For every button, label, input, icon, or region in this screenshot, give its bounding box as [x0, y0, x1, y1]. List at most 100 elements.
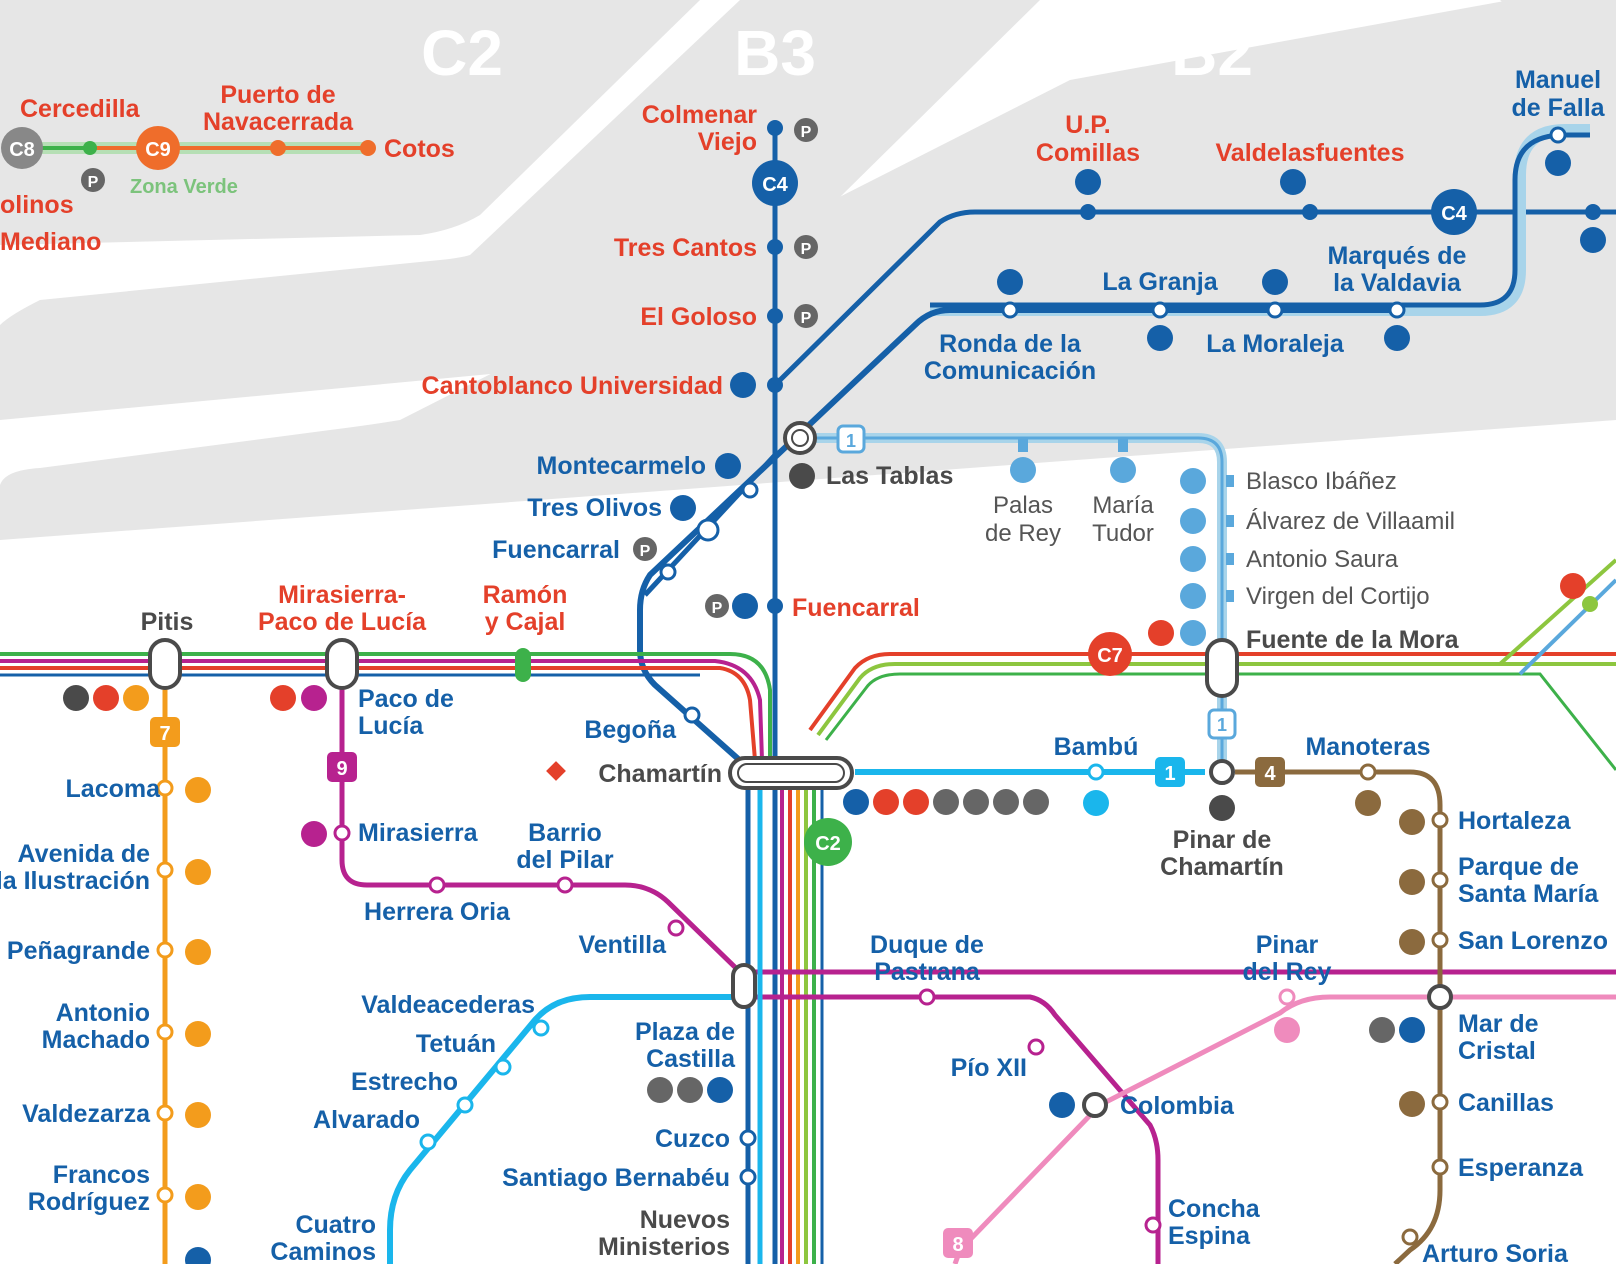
station-palas-l2[interactable]: de Rey: [985, 520, 1061, 547]
station-pinar-rey-l1[interactable]: Pinar: [1256, 931, 1319, 959]
station-duque-l2[interactable]: Pastrana: [874, 958, 981, 986]
station-ronda-l2[interactable]: Comunicación: [924, 357, 1096, 385]
station-blasco[interactable]: Blasco Ibáñez: [1246, 468, 1397, 495]
station-las-tablas[interactable]: Las Tablas: [826, 462, 953, 490]
station-alvarez[interactable]: Álvarez de Villaamil: [1246, 508, 1455, 535]
station-nuevos-l2[interactable]: Ministerios: [598, 1233, 730, 1261]
station-molinos[interactable]: olinos: [0, 191, 74, 219]
station-puerto-l1[interactable]: Puerto de: [220, 81, 335, 109]
station-cercedilla[interactable]: Cercedilla: [20, 95, 141, 123]
station-parque-l1[interactable]: Parque de: [1458, 853, 1579, 881]
station-tetuan[interactable]: Tetuán: [416, 1030, 496, 1058]
station-antonio-m-l2[interactable]: Machado: [42, 1026, 150, 1054]
station-mirasierra[interactable]: Mirasierra: [358, 819, 479, 847]
station-la-granja[interactable]: La Granja: [1102, 268, 1218, 296]
station-valdeacederas[interactable]: Valdeacederas: [361, 991, 535, 1019]
station-duque-l1[interactable]: Duque de: [870, 931, 984, 959]
station-antonio-saura[interactable]: Antonio Saura: [1246, 546, 1399, 573]
station-esperanza[interactable]: Esperanza: [1458, 1154, 1584, 1182]
station-maria-l2[interactable]: Tudor: [1092, 520, 1154, 547]
station-fuente-mora[interactable]: Fuente de la Mora: [1246, 626, 1460, 654]
station-arturo[interactable]: Arturo Soria: [1422, 1240, 1569, 1264]
station-paco-l2[interactable]: Lucía: [358, 712, 424, 740]
station-francos-l1[interactable]: Francos: [53, 1161, 150, 1189]
station-pinar-rey-l2[interactable]: del Rey: [1243, 958, 1332, 986]
station-canillas[interactable]: Canillas: [1458, 1089, 1554, 1117]
station-penagrande[interactable]: Peñagrande: [7, 937, 150, 965]
station-cuatro-l2[interactable]: Caminos: [270, 1238, 376, 1264]
station-mar-l2[interactable]: Cristal: [1458, 1037, 1536, 1065]
station-pitis[interactable]: Pitis: [141, 608, 194, 636]
station-herrera[interactable]: Herrera Oria: [364, 898, 511, 926]
station-antonio-m-l1[interactable]: Antonio: [56, 999, 150, 1027]
station-parque-l2[interactable]: Santa María: [1458, 880, 1599, 908]
station-tres-cantos[interactable]: Tres Cantos: [614, 234, 757, 262]
station-plaza-l1[interactable]: Plaza de: [635, 1018, 735, 1046]
station-colmenar-l1[interactable]: Colmenar: [642, 101, 758, 129]
station-bambu[interactable]: Bambú: [1054, 733, 1139, 761]
station-mirasierra-l1[interactable]: Mirasierra-: [278, 581, 406, 609]
station-cantoblanco[interactable]: Cantoblanco Universidad: [422, 372, 723, 400]
station-marques-l1[interactable]: Marqués de: [1328, 242, 1467, 270]
interchange-colombia[interactable]: [1082, 1092, 1108, 1118]
station-maria-l1[interactable]: María: [1092, 492, 1154, 519]
interchange-paco-lucia[interactable]: [325, 638, 359, 690]
station-manuel-l1[interactable]: Manuel: [1515, 66, 1601, 94]
station-plaza-l2[interactable]: Castilla: [646, 1045, 736, 1073]
station-palas-l1[interactable]: Palas: [993, 492, 1053, 519]
interchange-plaza-castilla[interactable]: [731, 963, 757, 1009]
station-valdezarza[interactable]: Valdezarza: [22, 1100, 151, 1128]
station-ramon-l1[interactable]: Ramón: [483, 581, 568, 609]
station-pinar-l2[interactable]: Chamartín: [1160, 853, 1284, 881]
station-mediano[interactable]: Mediano: [0, 228, 101, 256]
station-alvarado[interactable]: Alvarado: [313, 1106, 420, 1134]
station-cotos[interactable]: Cotos: [384, 135, 455, 163]
interchange-mar-cristal[interactable]: [1427, 984, 1453, 1010]
station-colmenar-l2[interactable]: Viejo: [698, 128, 757, 156]
station-pinar-l1[interactable]: Pinar de: [1173, 826, 1272, 854]
station-lacoma[interactable]: Lacoma: [66, 775, 162, 803]
station-barrio-l1[interactable]: Barrio: [528, 819, 602, 847]
station-chamartin[interactable]: Chamartín: [598, 760, 722, 788]
station-up-l2[interactable]: Comillas: [1036, 139, 1140, 167]
interchange-pinar-chamartin[interactable]: [1209, 759, 1235, 785]
interchange-pitis[interactable]: [148, 638, 182, 690]
station-san-lorenzo[interactable]: San Lorenzo: [1458, 927, 1608, 955]
station-ventilla[interactable]: Ventilla: [578, 931, 667, 959]
station-tres-olivos[interactable]: Tres Olivos: [527, 494, 662, 522]
station-concha-l2[interactable]: Espina: [1168, 1222, 1251, 1250]
station-paco-l1[interactable]: Paco de: [358, 685, 454, 713]
station-valdelasfuentes[interactable]: Valdelasfuentes: [1216, 139, 1405, 167]
station-avenida-l2[interactable]: la Ilustración: [0, 867, 150, 895]
station-barrio-l2[interactable]: del Pilar: [516, 846, 614, 874]
interchange-las-tablas[interactable]: [783, 421, 817, 455]
station-montecarmelo[interactable]: Montecarmelo: [537, 452, 706, 480]
station-santiago[interactable]: Santiago Bernabéu: [502, 1164, 730, 1192]
interchange-fuente-mora[interactable]: [1205, 638, 1239, 698]
station-mar-l1[interactable]: Mar de: [1458, 1010, 1539, 1038]
station-mirasierra-l2[interactable]: Paco de Lucía: [258, 608, 427, 636]
station-cuatro-l1[interactable]: Cuatro: [295, 1211, 376, 1239]
station-el-goloso[interactable]: El Goloso: [640, 303, 757, 331]
station-ramon-l2[interactable]: y Cajal: [485, 608, 566, 636]
station-fuencarral-m[interactable]: Fuencarral: [492, 536, 620, 564]
station-nuevos-l1[interactable]: Nuevos: [640, 1206, 730, 1234]
station-up-l1[interactable]: U.P.: [1065, 111, 1110, 139]
station-puerto-l2[interactable]: Navacerrada: [203, 108, 354, 136]
station-avenida-l1[interactable]: Avenida de: [18, 840, 151, 868]
station-fuencarral-c[interactable]: Fuencarral: [792, 594, 920, 622]
station-dot-cotos[interactable]: [360, 140, 376, 156]
station-francos-l2[interactable]: Rodríguez: [28, 1188, 150, 1216]
station-manoteras[interactable]: Manoteras: [1305, 733, 1430, 761]
station-manuel-l2[interactable]: de Falla: [1511, 94, 1605, 122]
station-marques-l2[interactable]: la Valdavia: [1333, 269, 1462, 297]
station-concha-l1[interactable]: Concha: [1168, 1195, 1261, 1223]
station-la-moraleja[interactable]: La Moraleja: [1206, 330, 1345, 358]
station-begona[interactable]: Begoña: [584, 716, 677, 744]
station-pio[interactable]: Pío XII: [951, 1054, 1027, 1082]
station-cuzco[interactable]: Cuzco: [655, 1125, 730, 1153]
station-virgen[interactable]: Virgen del Cortijo: [1246, 583, 1430, 610]
station-hortaleza[interactable]: Hortaleza: [1458, 807, 1572, 835]
station-ronda-l1[interactable]: Ronda de la: [939, 330, 1082, 358]
station-colombia[interactable]: Colombia: [1120, 1092, 1235, 1120]
